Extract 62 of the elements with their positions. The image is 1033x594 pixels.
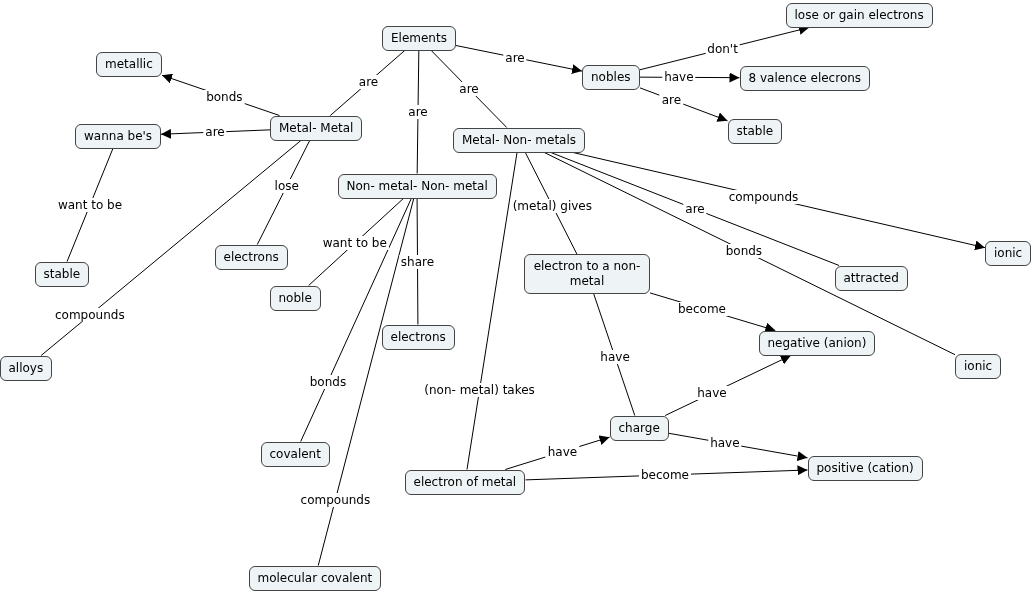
edge-label: bonds xyxy=(204,89,245,104)
concept-box: molecular covalent xyxy=(248,565,382,591)
concept-box: Non- metal- Non- metal xyxy=(337,173,497,199)
concept-box: noble xyxy=(269,285,321,311)
concept-box: attracted xyxy=(834,265,908,291)
connector-line xyxy=(416,50,420,174)
edge-label: are xyxy=(683,202,707,216)
concept-box: wanna be's xyxy=(75,123,162,149)
connector-line xyxy=(466,152,518,470)
edge-label: compounds xyxy=(726,189,801,204)
concept-box: covalent xyxy=(260,441,330,467)
connector-line xyxy=(430,50,508,128)
connector-line xyxy=(317,198,415,566)
edge-label: want to be xyxy=(320,236,389,251)
edge-label: want to be xyxy=(55,198,125,212)
connector-line xyxy=(300,198,412,442)
concept-box: electron to a non- metal xyxy=(524,254,650,294)
concept-box: Metal- Metal xyxy=(270,115,363,141)
edge-label: compounds xyxy=(298,492,373,507)
concept-box: metallic xyxy=(96,51,162,77)
edge-label: compounds xyxy=(52,308,127,323)
concept-box: stable xyxy=(34,261,90,287)
edge-label: are xyxy=(659,92,684,107)
concept-box: ionic xyxy=(955,353,1002,379)
concept-box: electrons xyxy=(214,244,288,270)
connector-line xyxy=(550,152,840,266)
edge-label: bonds xyxy=(307,374,349,389)
edge-label: are xyxy=(406,105,430,119)
edge-label: become xyxy=(639,468,691,482)
concept-box: ionic xyxy=(985,240,1032,266)
concept-box: Elements xyxy=(382,25,456,51)
concept-box: charge xyxy=(609,415,669,441)
connector-line xyxy=(543,152,956,356)
edge-label: have xyxy=(598,350,632,365)
edge-label: have xyxy=(545,444,580,459)
edge-label: don't xyxy=(705,42,740,57)
concept-box: Metal- Non- metals xyxy=(453,127,586,153)
concept-box: negative (anion) xyxy=(758,330,876,356)
concept-box: positive (cation) xyxy=(807,455,923,481)
edge-label: bonds xyxy=(723,243,765,258)
edge-label: (non- metal) takes xyxy=(422,382,537,397)
concept-box: nobles xyxy=(582,64,640,90)
connector-line xyxy=(524,152,578,255)
edge-label: (metal) gives xyxy=(510,198,594,213)
connector-line xyxy=(416,198,419,325)
concept-box: 8 valence elecrons xyxy=(739,65,871,91)
edge-label: are xyxy=(356,75,381,90)
edge-label: have xyxy=(695,386,729,401)
edge-label: lose xyxy=(272,179,301,194)
concept-box: stable xyxy=(727,118,783,144)
concept-box: electron of metal xyxy=(404,469,526,495)
connector-line xyxy=(593,293,636,416)
concept-box: lose or gain electrons xyxy=(785,2,933,28)
edge-label: share xyxy=(398,254,437,269)
concept-box: electrons xyxy=(381,324,455,350)
edge-label: are xyxy=(457,82,481,96)
edge-label: become xyxy=(676,301,728,316)
connector-line xyxy=(40,140,302,356)
connector-line xyxy=(66,148,114,262)
concept-box: alloys xyxy=(0,355,53,381)
connector-line xyxy=(329,50,406,116)
connector-line xyxy=(256,140,311,245)
